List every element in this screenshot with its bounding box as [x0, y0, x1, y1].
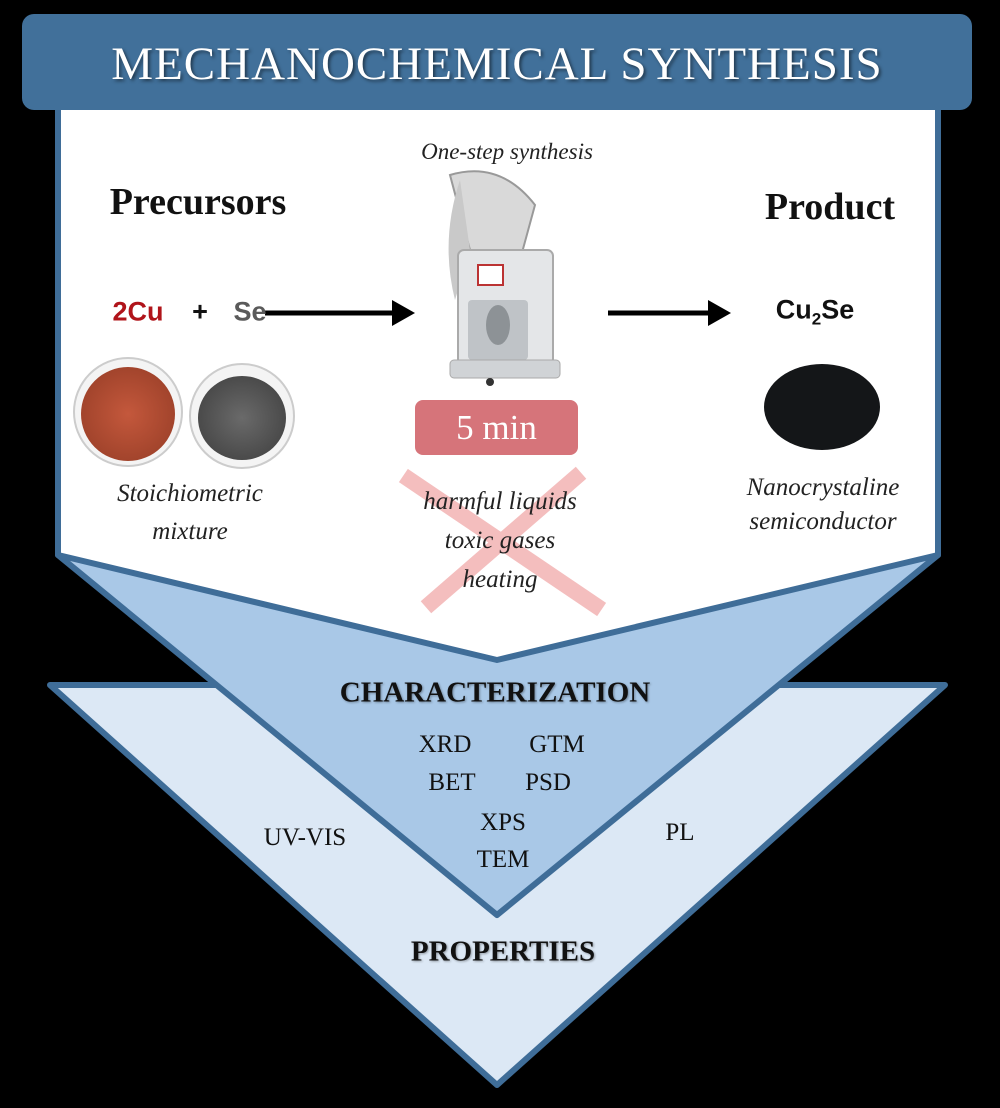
- ball-mill-icon: [448, 170, 561, 386]
- title-banner: [22, 14, 972, 110]
- arrow-icon: [265, 300, 415, 326]
- formula-end: Se: [821, 294, 855, 325]
- product-caption-line1: Nanocrystaline: [746, 474, 900, 501]
- cross-icon: [398, 466, 607, 617]
- formula-main: Cu: [775, 294, 812, 325]
- properties-heading: PROPERTIES: [410, 935, 596, 968]
- page-title: MECHANOCHEMICAL SYNTHESIS: [111, 38, 883, 90]
- precursors-heading: Precursors: [109, 181, 287, 223]
- technique-xps: XPS: [480, 809, 526, 836]
- avoided-item: harmful liquids: [423, 488, 577, 515]
- arrow-icon: [608, 300, 731, 326]
- synthesis-subtitle: One-step synthesis: [421, 139, 593, 164]
- precursor-caption-line2: mixture: [152, 518, 228, 545]
- technique-xrd: XRD: [418, 731, 472, 758]
- copper-powder-dish: [73, 357, 183, 467]
- characterization-heading: CHARACTERIZATION: [339, 676, 651, 709]
- technique-psd: PSD: [525, 769, 571, 796]
- product-caption-line2: semiconductor: [749, 508, 897, 535]
- formula-subscript: 2: [811, 309, 822, 329]
- technique-gtm: GTM: [529, 731, 585, 758]
- plus-sign: +: [192, 296, 208, 327]
- avoided-item: toxic gases: [444, 527, 556, 554]
- reactant-copper: 2Cu: [112, 296, 164, 327]
- reactant-selenium: Se: [233, 296, 267, 327]
- product-powder: [764, 364, 880, 450]
- duration-badge: 5 min: [415, 400, 578, 455]
- product-heading: Product: [764, 186, 896, 228]
- technique-tem: TEM: [476, 846, 530, 873]
- technique-pl: PL: [665, 819, 695, 846]
- technique-uv-vis: UV-VIS: [263, 824, 347, 851]
- product-formula: Cu2Se: [776, 294, 855, 329]
- technique-bet: BET: [428, 769, 476, 796]
- selenium-powder-dish: [189, 363, 295, 469]
- avoided-item: heating: [462, 566, 538, 593]
- precursor-caption-line1: Stoichiometric: [117, 480, 263, 507]
